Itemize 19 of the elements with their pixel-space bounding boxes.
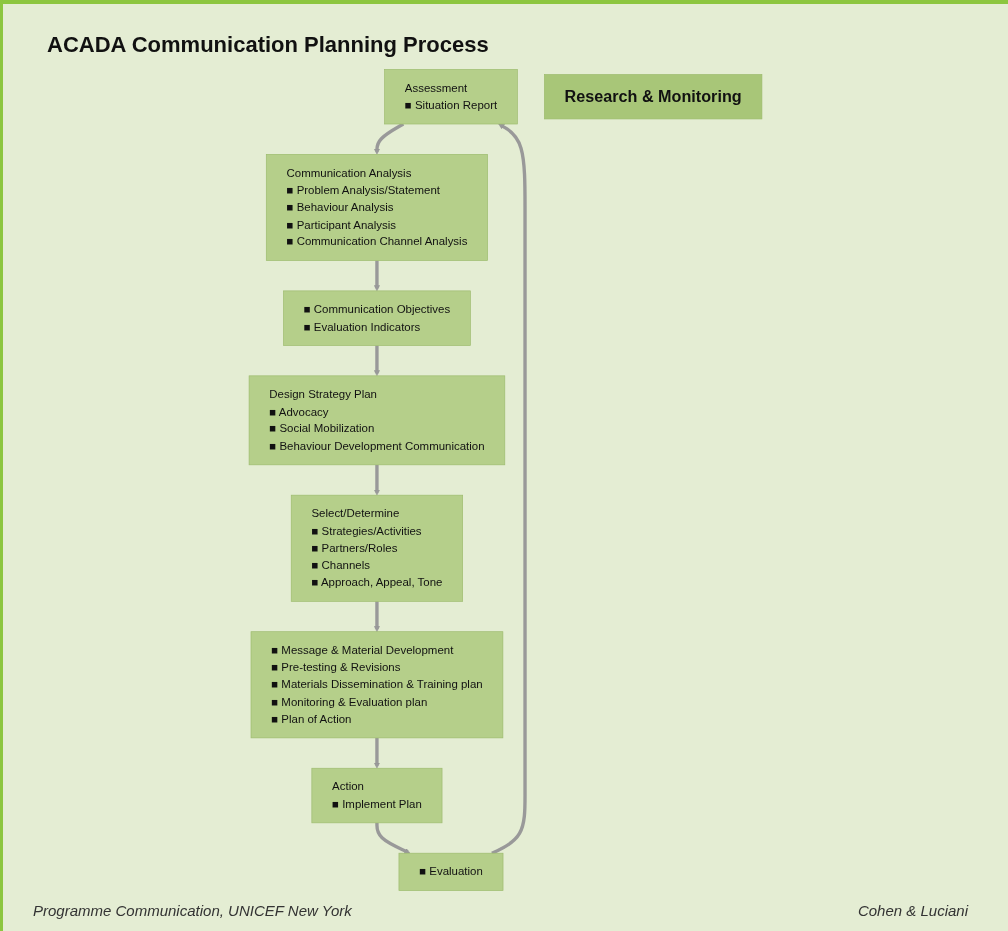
source-note: Programme Communication, UNICEF New York bbox=[33, 902, 352, 919]
node-box: Design Strategy Plan ■ Advocacy ■ Social Mobilization ■ Behaviour Development Communication bbox=[248, 375, 506, 466]
arrow bbox=[374, 464, 380, 496]
node-box: Assessment ■ Situation Report bbox=[384, 69, 518, 125]
node-box: Communication Analysis ■ Problem Analysis/Statement ■ Behaviour Analysis ■ Participant Analysis ■ Communication Channel Analysis bbox=[265, 154, 488, 261]
node-box: Action ■ Implement Plan bbox=[311, 767, 443, 824]
arrow bbox=[374, 260, 380, 292]
arrow bbox=[491, 123, 527, 855]
author-note: Cohen & Luciani bbox=[857, 902, 968, 919]
diagram-title: ACADA Communication Planning Process bbox=[46, 31, 490, 59]
node-box: Research & Monitoring bbox=[544, 74, 763, 120]
node-box: ■ Evaluation bbox=[398, 852, 504, 891]
node-box: ■ Message & Material Development ■ Pre-testing & Revisions ■ Materials Dissemination & Training plan ■ Monitoring & Evaluation plan ■ Plan of Action bbox=[250, 631, 504, 739]
node-box: Select/Determine ■ Strategies/Activities ■ Partners/Roles ■ Channels ■ Approach, Appeal, Tone bbox=[290, 494, 463, 602]
arrow bbox=[374, 737, 380, 769]
arrow bbox=[374, 345, 380, 377]
arrow bbox=[375, 822, 411, 854]
arrow bbox=[374, 601, 380, 632]
node-box: ■ Communication Objectives ■ Evaluation Indicators bbox=[283, 290, 471, 346]
